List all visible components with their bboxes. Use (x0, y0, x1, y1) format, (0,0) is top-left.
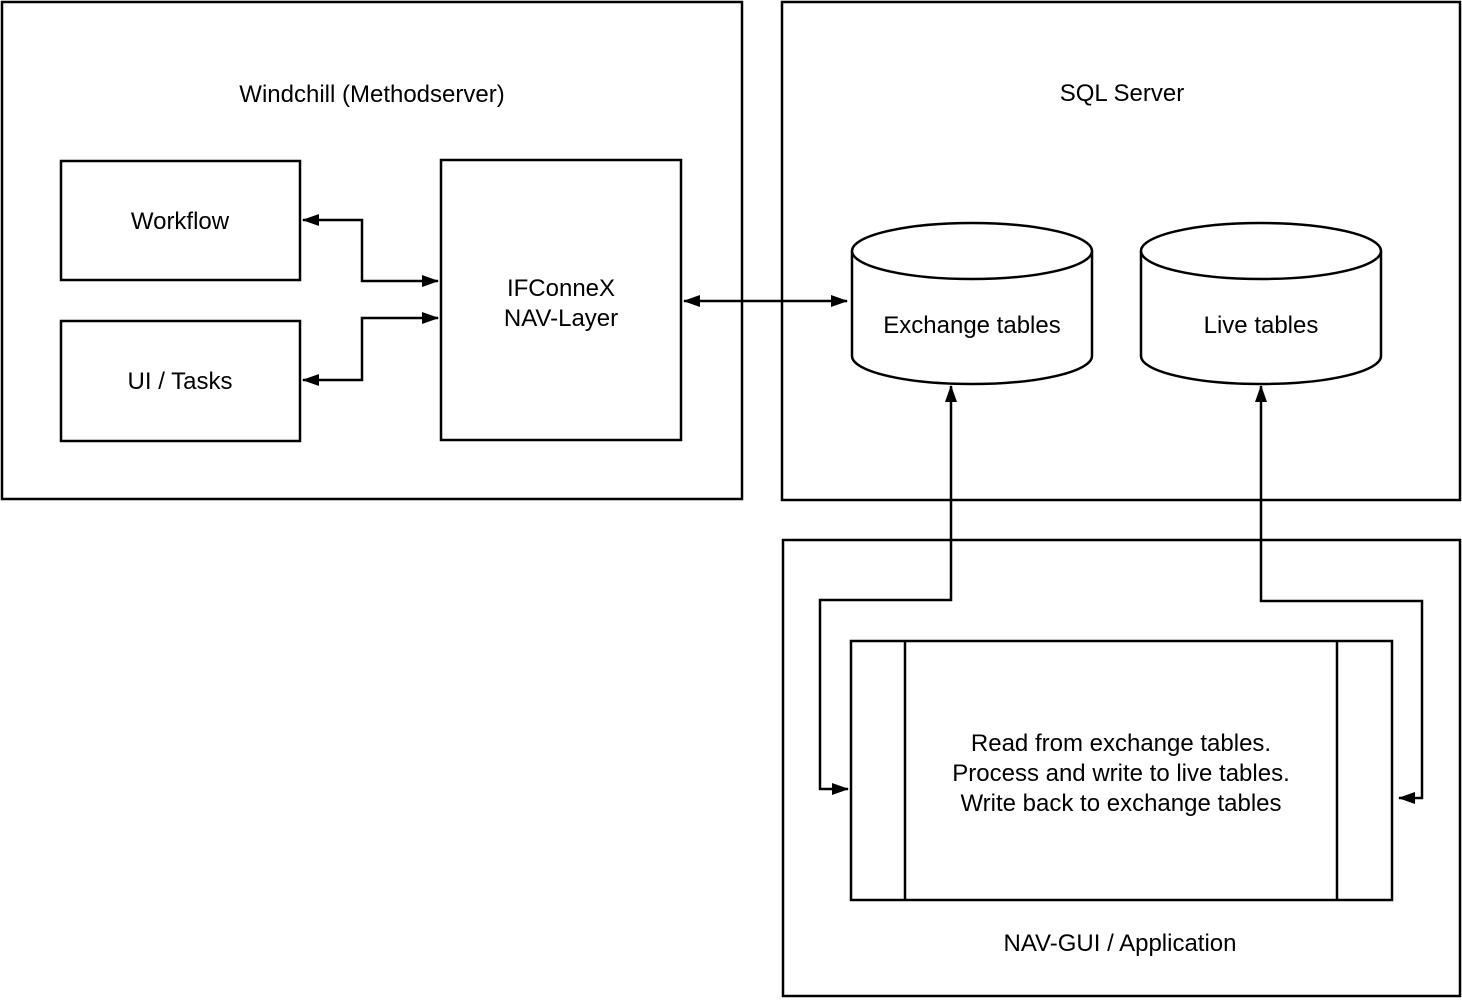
ifconnex-node-box (439, 158, 683, 442)
edge-uitasks-ifconnex (302, 312, 439, 386)
process-text-line2: Process and write to live tables. (952, 760, 1290, 787)
exchange-tables-label: Exchange tables (883, 312, 1060, 339)
exchange-tables-cylinder-top (850, 221, 1094, 281)
ifconnex-label-line1: IFConneX (507, 275, 615, 302)
edge-process-live-tables (1255, 385, 1424, 804)
ui-tasks-node-box (59, 319, 302, 443)
ui-tasks-label: UI / Tasks (128, 368, 233, 395)
edge-process-exchange-tables (818, 385, 957, 795)
process-text-line1: Read from exchange tables. (971, 730, 1271, 757)
edge-workflow-ifconnex (302, 214, 439, 287)
live-tables-cylinder: Live tables (1139, 221, 1383, 386)
live-tables-cylinder-top (1139, 221, 1383, 281)
nav-gui-title: NAV-GUI / Application (1004, 930, 1237, 957)
process-text-line3: Write back to exchange tables (960, 790, 1281, 817)
workflow-label: Workflow (131, 208, 230, 235)
ifconnex-label-line2: NAV-Layer (504, 305, 618, 332)
exchange-tables-cylinder: Exchange tables (850, 221, 1094, 386)
exchange-tables-cylinder-body (850, 251, 1094, 386)
live-tables-label: Live tables (1204, 312, 1319, 339)
windchill-title: Windchill (Methodserver) (239, 81, 504, 108)
workflow-node-box (59, 159, 302, 282)
live-tables-cylinder-body (1139, 251, 1383, 386)
sql-server-title: SQL Server (1060, 80, 1185, 107)
